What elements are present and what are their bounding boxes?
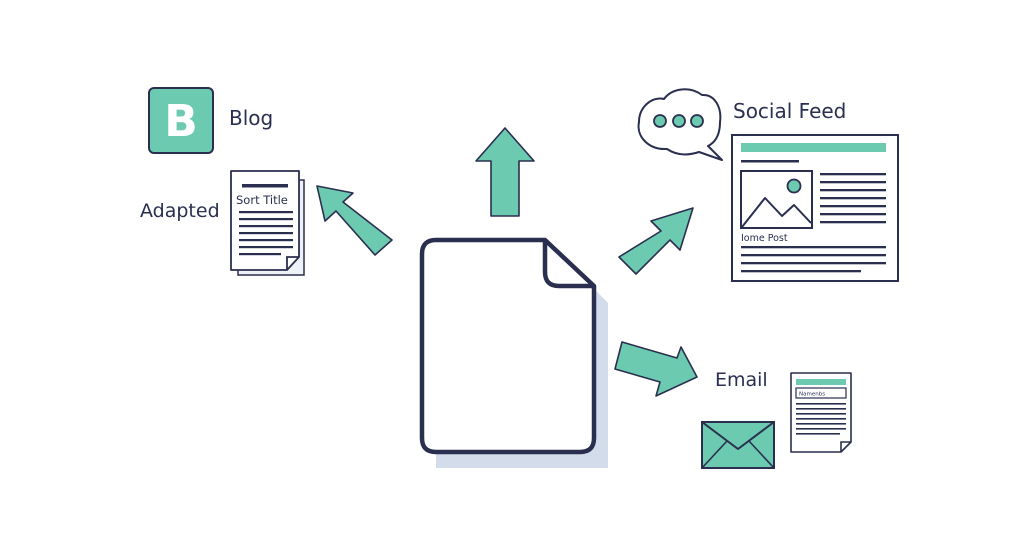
email-label: Email (715, 369, 768, 391)
email-document-icon: Namenbs (790, 372, 852, 453)
email-form-text: Namenbs (799, 392, 825, 398)
blog-icon-letter: B (164, 96, 198, 147)
arrow-right-down-icon (614, 341, 698, 397)
arrow-up-right-icon (618, 207, 694, 275)
arrow-up-left-icon (316, 185, 393, 256)
image-icon (740, 170, 813, 229)
blog-b-icon: B (148, 87, 214, 154)
social-feed-label: Social Feed (733, 99, 847, 123)
blog-label: Blog (229, 106, 274, 130)
source-document-icon (419, 237, 608, 468)
adapted-doc-title: Sort Title (236, 193, 288, 207)
social-feed-card-icon: Iome Post (731, 134, 899, 282)
social-post-caption: Iome Post (741, 233, 788, 244)
adapted-label: Adapted (140, 200, 220, 222)
arrow-up-icon (475, 127, 535, 217)
chat-bubble-icon (637, 88, 723, 161)
adapted-document-icon: Sort Title (230, 170, 305, 276)
envelope-icon (701, 421, 775, 469)
